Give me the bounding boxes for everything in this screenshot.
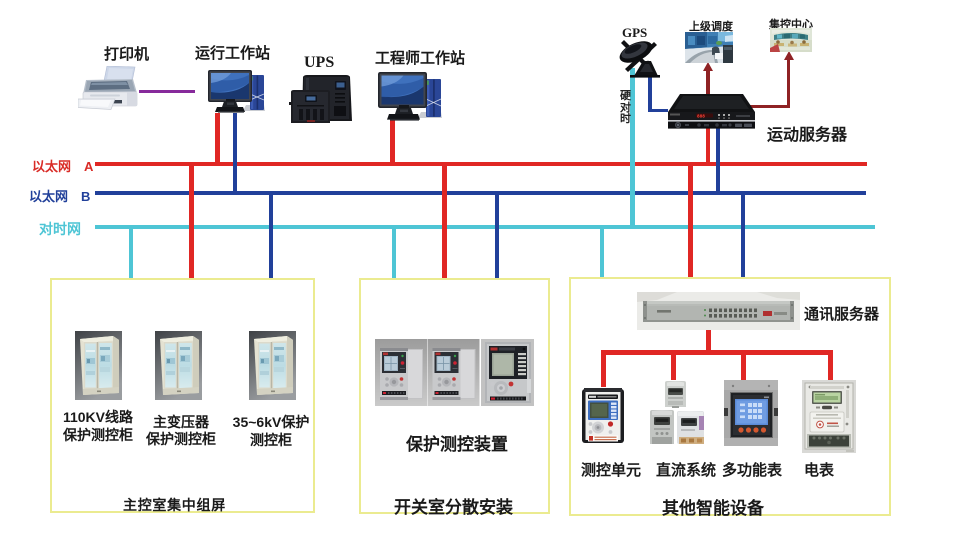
svg-text:888: 888 bbox=[697, 114, 705, 119]
